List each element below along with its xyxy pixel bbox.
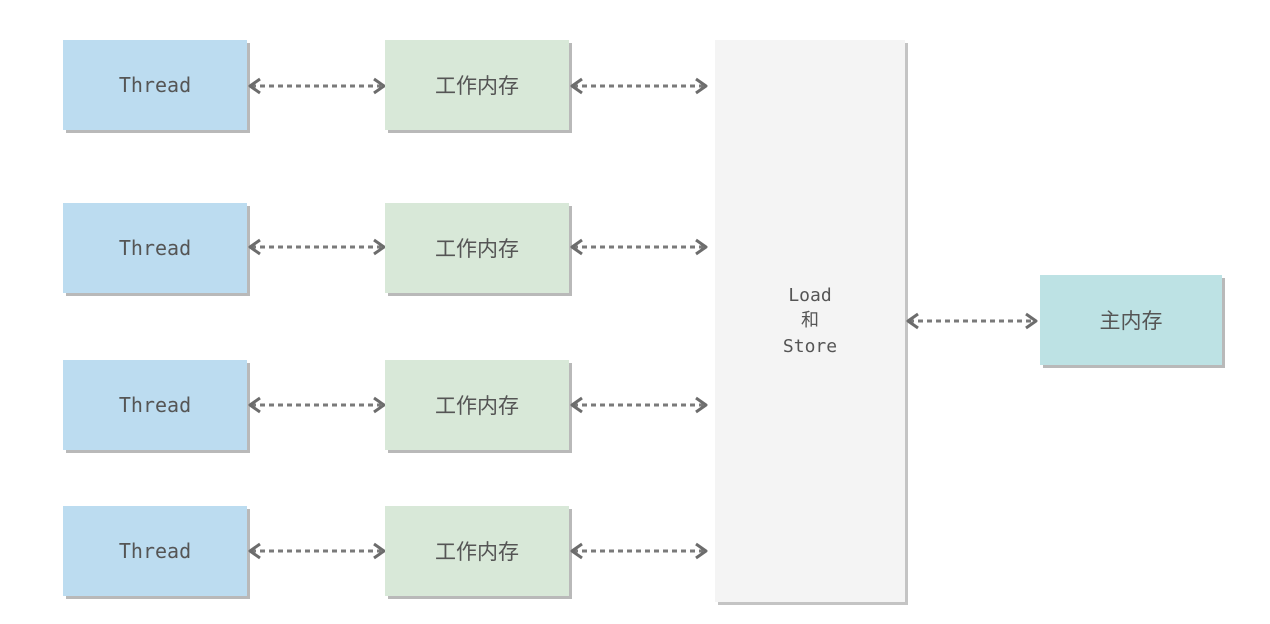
load-store-line-store: Store bbox=[782, 335, 838, 357]
work-memory-label: 工作内存 bbox=[435, 74, 519, 98]
load-store-main-memory-arrow bbox=[906, 312, 1038, 330]
work-memory-load-store-arrow bbox=[570, 542, 708, 560]
thread-label: Thread bbox=[118, 236, 192, 260]
work-memory-label: 工作内存 bbox=[435, 394, 519, 418]
thread-box: Thread bbox=[63, 506, 247, 596]
load-store-line-load: Load bbox=[788, 285, 832, 307]
work-memory-load-store-arrow bbox=[570, 238, 708, 256]
thread-label: Thread bbox=[118, 393, 192, 417]
work-memory-box: 工作内存 bbox=[385, 360, 569, 450]
thread-work-memory-arrow bbox=[248, 77, 386, 95]
thread-work-memory-arrow bbox=[248, 396, 386, 414]
thread-box: Thread bbox=[63, 40, 247, 130]
work-memory-load-store-arrow bbox=[570, 396, 708, 414]
thread-work-memory-arrow bbox=[248, 542, 386, 560]
main-memory-box: 主内存 bbox=[1040, 275, 1222, 365]
work-memory-box: 工作内存 bbox=[385, 40, 569, 130]
work-memory-box: 工作内存 bbox=[385, 203, 569, 293]
work-memory-label: 工作内存 bbox=[435, 540, 519, 564]
load-store-line-and: 和 bbox=[801, 310, 819, 332]
thread-work-memory-arrow bbox=[248, 238, 386, 256]
work-memory-box: 工作内存 bbox=[385, 506, 569, 596]
thread-label: Thread bbox=[118, 539, 192, 563]
work-memory-label: 工作内存 bbox=[435, 237, 519, 261]
main-memory-label: 主内存 bbox=[1099, 309, 1163, 333]
thread-label: Thread bbox=[118, 73, 192, 97]
load-store-box: Load 和 Store bbox=[715, 40, 905, 602]
work-memory-load-store-arrow bbox=[570, 77, 708, 95]
thread-box: Thread bbox=[63, 203, 247, 293]
thread-box: Thread bbox=[63, 360, 247, 450]
